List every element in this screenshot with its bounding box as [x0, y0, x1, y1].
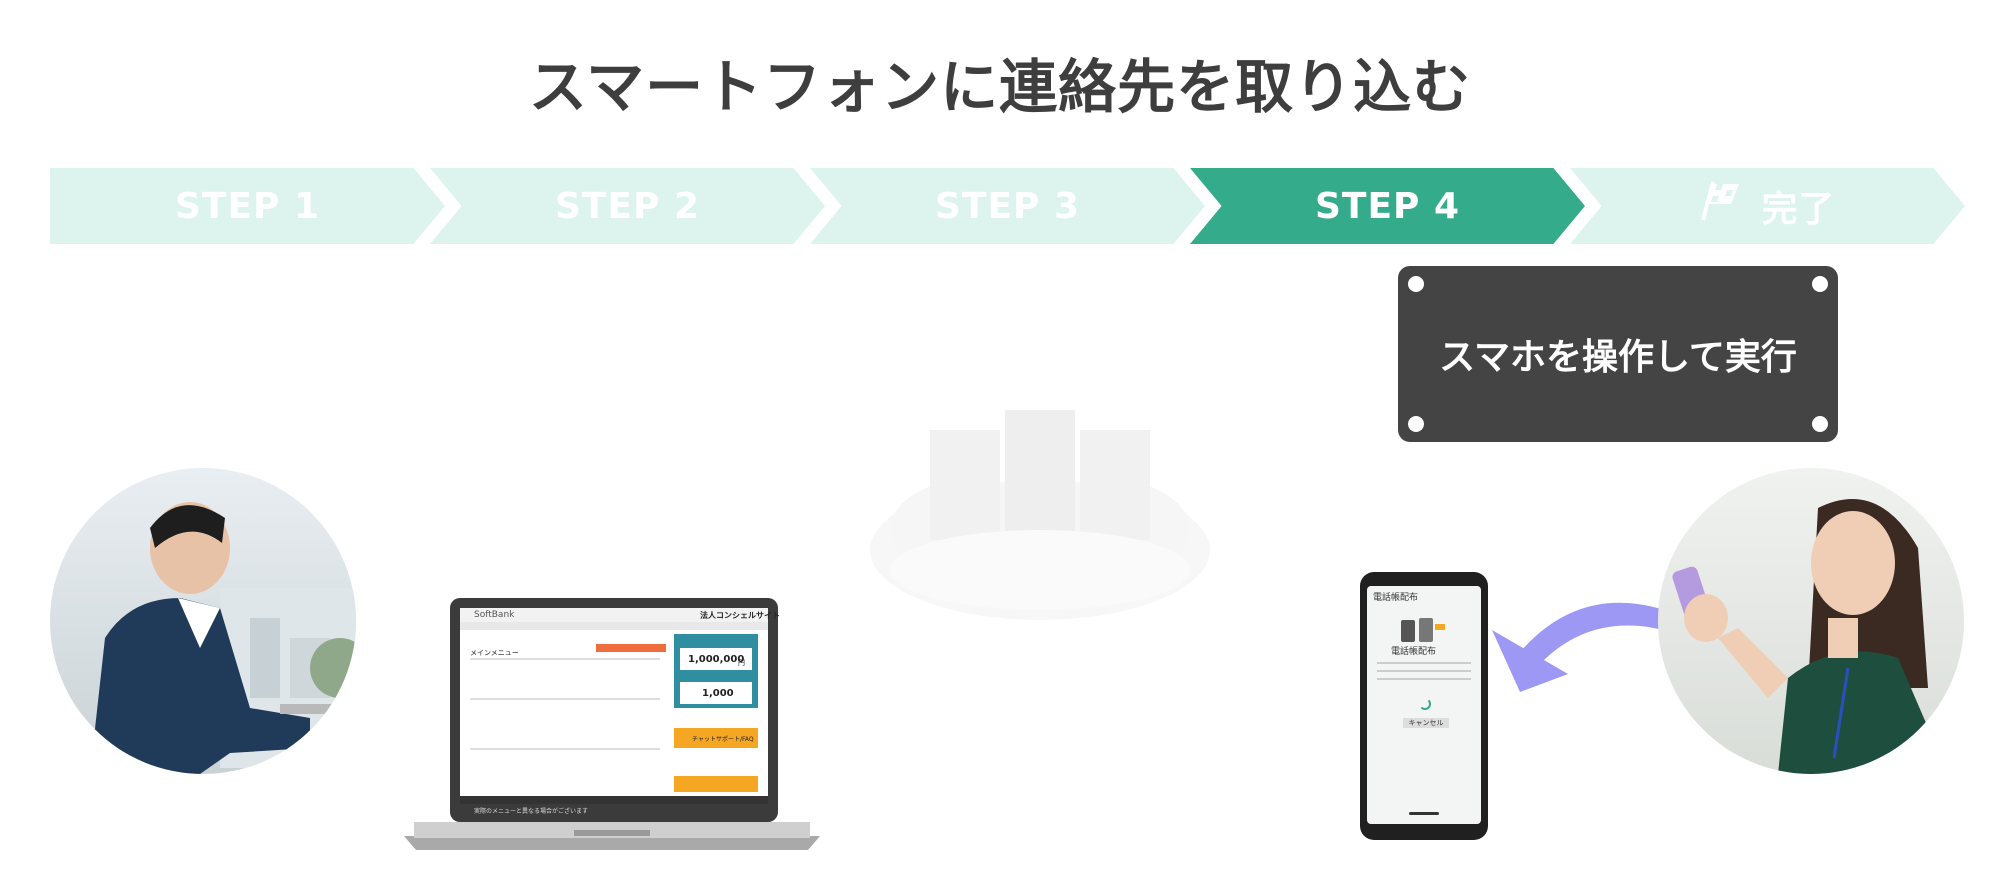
step-4[interactable]: STEP 4: [1190, 168, 1585, 244]
phone-cancel-button[interactable]: キャンセル: [1403, 718, 1449, 728]
loading-spinner-icon: [1419, 698, 1431, 710]
step-complete[interactable]: 完了: [1570, 168, 1965, 244]
businessman-photo: [50, 468, 356, 774]
screw-icon: [1812, 276, 1828, 292]
laptop-menu-label: メインメニュー: [470, 649, 519, 657]
instruction-text: スマホを操作して実行: [1439, 337, 1797, 378]
screw-icon: [1812, 416, 1828, 432]
page-title: スマートフォンに連絡先を取り込む: [528, 53, 1472, 121]
laptop-amount-unit: 円: [738, 659, 745, 667]
laptop-illustration: SoftBank 法人コンシェルサイト メインメニュー 1,000,000 円 …: [404, 598, 820, 852]
laptop-count: 1,000: [702, 688, 734, 699]
phone-header: 電話帳配布: [1373, 593, 1419, 603]
laptop-faq: チャットサポート/FAQ: [692, 736, 754, 743]
step-1[interactable]: STEP 1: [50, 168, 445, 244]
step-progress-bar: STEP 1 STEP 2 STEP 3 STEP 4 完了: [50, 168, 1965, 244]
screw-icon: [1408, 416, 1424, 432]
laptop-site-title: 法人コンシェルサイト: [700, 611, 780, 620]
step-3[interactable]: STEP 3: [810, 168, 1205, 244]
step-2-label: STEP 2: [554, 185, 701, 227]
step-3-label: STEP 3: [934, 185, 1081, 227]
step-4-label: STEP 4: [1314, 185, 1461, 227]
step-1-label: STEP 1: [174, 185, 321, 227]
step-complete-label: 完了: [1761, 189, 1836, 230]
curved-arrow-icon: [1492, 602, 1695, 692]
step-2[interactable]: STEP 2: [430, 168, 825, 244]
screw-icon: [1408, 276, 1424, 292]
laptop-brand: SoftBank: [474, 610, 515, 620]
laptop-footer-note: 実際のメニューと異なる場合がございます: [474, 808, 589, 815]
phone-screen: 電話帳配布 電話帳配布 キャンセル: [1367, 586, 1481, 824]
flag-icon: [1699, 180, 1743, 232]
phones-icon: [1401, 618, 1445, 642]
instruction-panel: スマホを操作して実行: [1398, 266, 1838, 442]
laptop-amount: 1,000,000: [688, 654, 745, 665]
phone-heading: 電話帳配布: [1391, 647, 1437, 657]
woman-photo: [1658, 468, 1964, 774]
cloud-server-illustration: [870, 410, 1210, 620]
smartphone-illustration: 電話帳配布 電話帳配布 キャンセル: [1360, 572, 1488, 840]
